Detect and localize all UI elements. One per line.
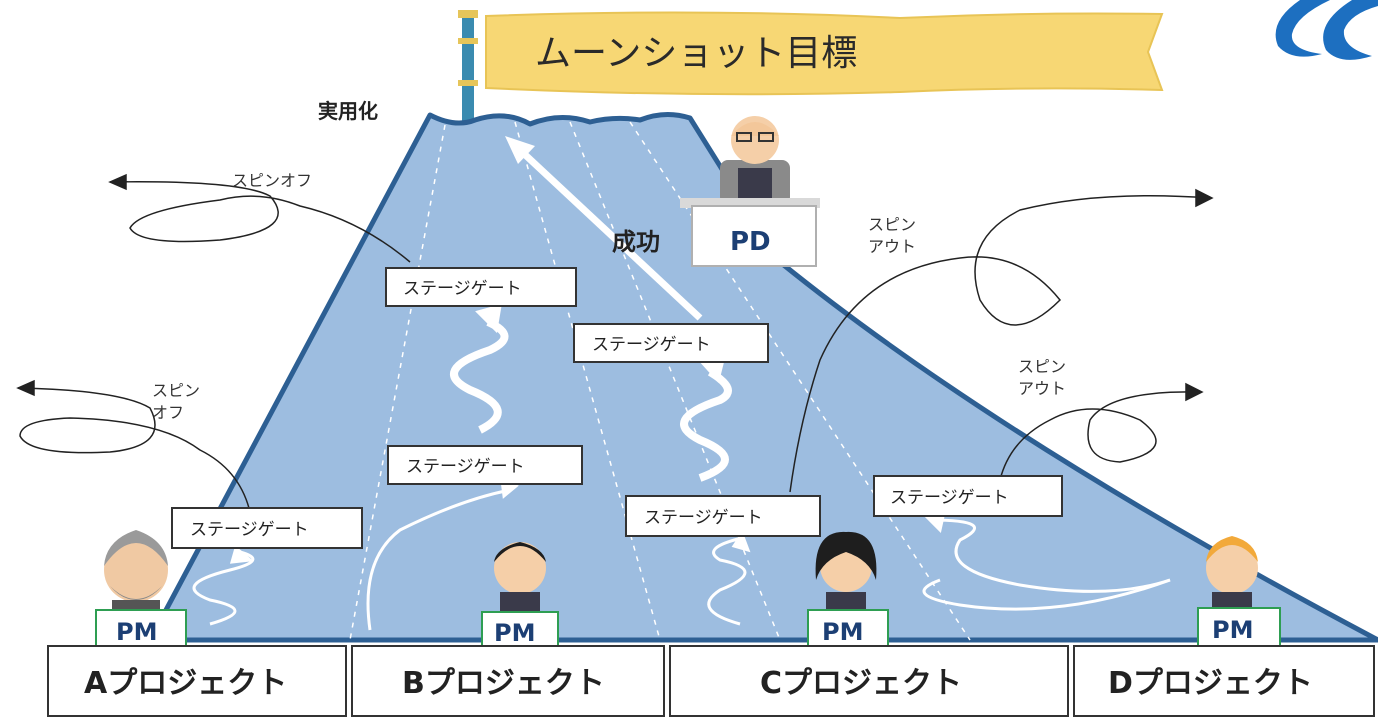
spin-curves bbox=[16, 173, 1214, 513]
success-arrow bbox=[505, 136, 703, 321]
pd-person bbox=[680, 116, 820, 208]
pm-badge: PM bbox=[481, 611, 559, 651]
logo-icon bbox=[1275, 0, 1378, 60]
pm-person-b bbox=[494, 542, 546, 614]
stage-gate-label: ステージゲート bbox=[592, 335, 711, 355]
stage-gate: ステージゲート bbox=[387, 445, 583, 485]
project-box-b: Bプロジェクト bbox=[351, 645, 665, 717]
stage-gate-label: ステージゲート bbox=[403, 279, 522, 299]
pm-label: PM bbox=[1212, 616, 1253, 644]
stage-gate-label: ステージゲート bbox=[190, 520, 309, 540]
spinoff-upper-label: スピンオフ bbox=[232, 171, 312, 190]
pm-badge: PM bbox=[95, 609, 187, 651]
stage-gate: ステージゲート bbox=[873, 475, 1063, 517]
spinout-upper-label-2: アウト bbox=[868, 237, 916, 256]
summit-label: 実用化 bbox=[318, 99, 378, 123]
spinout-upper-label-1: スピン bbox=[868, 215, 916, 234]
project-box-d: Dプロジェクト bbox=[1073, 645, 1375, 717]
spinout-lower-label-2: アウト bbox=[1018, 379, 1066, 398]
pm-person-c bbox=[815, 531, 877, 614]
pd-desk: PD bbox=[691, 205, 817, 267]
stage-gate: ステージゲート bbox=[385, 267, 577, 307]
project-label: Dプロジェクト bbox=[1108, 666, 1313, 701]
pm-label: PM bbox=[116, 618, 157, 646]
success-label: 成功 bbox=[612, 228, 660, 256]
pm-label: PM bbox=[494, 619, 535, 647]
stage-gate-label: ステージゲート bbox=[890, 488, 1009, 508]
flag-pole bbox=[458, 10, 478, 122]
spinoff-lower-label-2: オフ bbox=[152, 403, 184, 422]
project-box-c: Cプロジェクト bbox=[669, 645, 1069, 717]
pm-person-a bbox=[104, 530, 168, 614]
project-label: Cプロジェクト bbox=[760, 666, 962, 701]
spinoff-lower-label-1: スピン bbox=[152, 381, 200, 400]
pm-badge: PM bbox=[807, 609, 889, 651]
project-label: Aプロジェクト bbox=[84, 666, 287, 701]
pm-label: PM bbox=[822, 618, 863, 646]
pm-person-d bbox=[1206, 536, 1258, 614]
spinout-lower-label-1: スピン bbox=[1018, 357, 1066, 376]
stage-gate: ステージゲート bbox=[625, 495, 821, 537]
stage-gate-label: ステージゲート bbox=[406, 457, 525, 477]
pd-label: PD bbox=[730, 227, 771, 257]
stage-gate-label: ステージゲート bbox=[644, 508, 763, 528]
pm-badge: PM bbox=[1197, 607, 1281, 649]
project-label: Bプロジェクト bbox=[402, 666, 605, 701]
banner-title: ムーンショット目標 bbox=[535, 33, 857, 74]
project-box-a: Aプロジェクト bbox=[47, 645, 347, 717]
mountain bbox=[147, 112, 1378, 643]
goal-banner: ムーンショット目標 bbox=[485, 11, 1164, 96]
stage-gate: ステージゲート bbox=[573, 323, 769, 363]
stage-gate: ステージゲート bbox=[171, 507, 363, 549]
